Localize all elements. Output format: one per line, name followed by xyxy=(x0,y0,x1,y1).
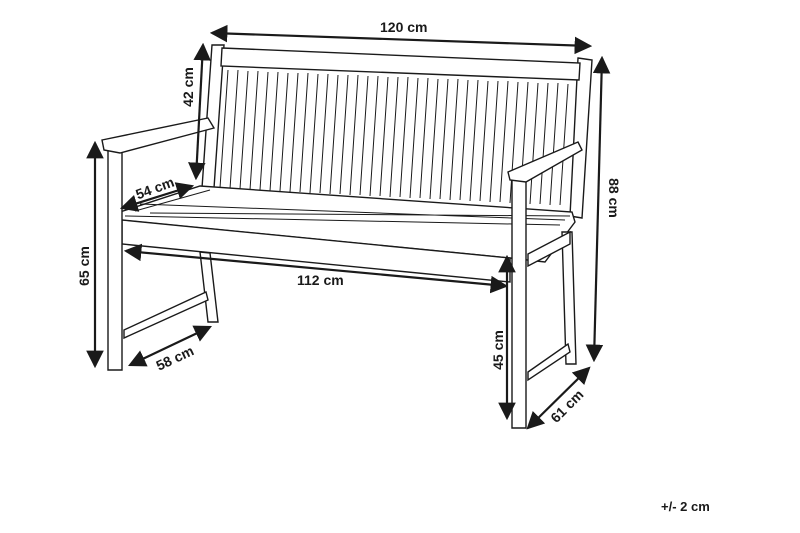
bench-outline xyxy=(101,44,593,429)
label-backrest-height: 42 cm xyxy=(179,67,196,107)
label-total-height: 88 cm xyxy=(605,178,622,218)
arrow-61 xyxy=(526,366,591,430)
label-seat-height: 45 cm xyxy=(489,330,506,370)
arrow-58 xyxy=(128,325,212,367)
arrow-112 xyxy=(123,243,509,294)
label-armrest-height: 65 cm xyxy=(75,246,92,286)
tolerance-note: +/- 2 cm xyxy=(661,499,710,514)
arrow-88 xyxy=(585,55,611,363)
label-overall-width: 120 cm xyxy=(380,19,428,35)
dimension-arrows xyxy=(86,24,611,430)
label-seat-width: 112 cm xyxy=(297,272,344,288)
arrow-120 xyxy=(209,24,593,55)
arrow-54 xyxy=(119,182,195,212)
arrow-42 xyxy=(188,42,211,181)
